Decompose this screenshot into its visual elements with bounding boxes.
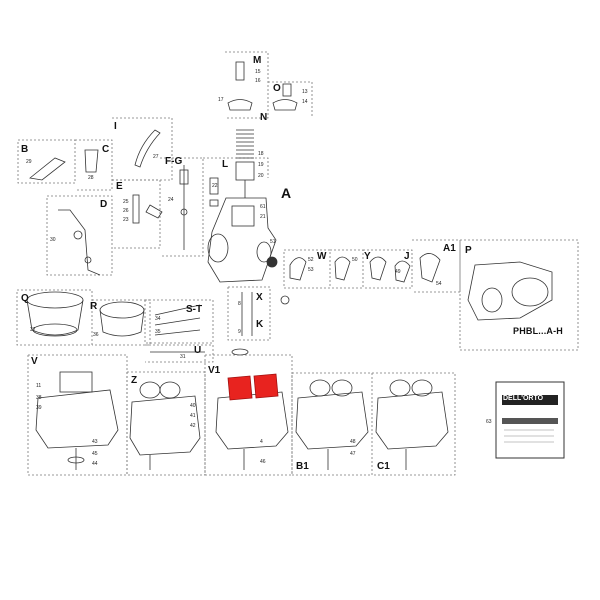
label-x: X — [256, 292, 263, 303]
part-number: 52 — [308, 257, 314, 263]
part-number: 22 — [212, 183, 218, 189]
part-d-linkage — [58, 209, 101, 276]
part-number: 39 — [36, 405, 42, 411]
part-st-screws — [150, 304, 205, 353]
top-screws-group — [227, 61, 298, 111]
label-a: A — [281, 185, 292, 201]
part-number: 43 — [92, 439, 98, 445]
float-bowl-z — [129, 381, 201, 470]
carburetor-body — [207, 197, 278, 283]
kit-brand: DELL'ORTO — [503, 395, 544, 402]
levers-wxyj — [289, 253, 441, 283]
part-fg-needle — [179, 165, 189, 250]
part-number: 19 — [258, 162, 264, 168]
part-number: 63 — [486, 419, 492, 425]
label-l: L — [222, 159, 229, 170]
part-number: 45 — [92, 451, 98, 457]
part-number: 51 — [270, 239, 276, 245]
part-number: 36 — [93, 332, 99, 338]
label-d: D — [100, 199, 108, 210]
part-number: 48 — [350, 439, 356, 445]
section-frames — [16, 51, 579, 476]
part-number: 49 — [395, 269, 401, 275]
label-z: Z — [131, 375, 138, 386]
part-number: 50 — [352, 257, 358, 263]
label-v1: V1 — [208, 365, 221, 376]
part-number: 31 — [180, 354, 186, 360]
part-number: 42 — [190, 423, 196, 429]
label-o: O — [273, 83, 281, 94]
part-i-cable — [134, 129, 161, 168]
part-number: 4 — [260, 439, 263, 445]
label-b: B — [21, 144, 29, 155]
part-number: 29 — [26, 159, 32, 165]
part-number: 15 — [255, 69, 261, 75]
label-c1: C1 — [377, 461, 390, 472]
label-i: I — [114, 121, 117, 132]
part-number: 40 — [190, 403, 196, 409]
label-q: Q — [21, 293, 29, 304]
part-number: 9 — [238, 329, 241, 335]
part-number: 37 — [30, 327, 36, 333]
float-bowl-b1 — [295, 379, 369, 470]
label-b1: B1 — [296, 461, 309, 472]
label-k: K — [256, 319, 264, 330]
part-number: 18 — [258, 151, 264, 157]
part-number: 61 — [260, 204, 266, 210]
float-bowl-c1 — [375, 379, 449, 470]
label-y: Y — [364, 251, 371, 262]
part-number: 41 — [190, 413, 196, 419]
part-number: 27 — [153, 154, 159, 160]
part-number: 54 — [436, 281, 442, 287]
label-fg: F-G — [165, 156, 183, 167]
label-c: C — [102, 144, 110, 155]
part-number: 26 — [123, 208, 129, 214]
model-label: PHBL...A-H — [513, 326, 563, 336]
gasket-kit-card — [495, 381, 565, 459]
label-r: R — [90, 301, 98, 312]
label-a1: A1 — [443, 243, 456, 254]
part-number: 38 — [36, 395, 42, 401]
part-number: 21 — [260, 214, 266, 220]
part-number: 53 — [308, 267, 314, 273]
part-number: 35 — [155, 329, 161, 335]
part-xk-screws — [231, 292, 290, 356]
part-q-air-horn — [26, 291, 84, 337]
part-number: 30 — [50, 237, 56, 243]
part-number: 14 — [302, 99, 308, 105]
part-number: 17 — [218, 97, 224, 103]
float-bowl-v — [35, 371, 119, 470]
part-l-jets — [209, 177, 219, 207]
part-number: 20 — [258, 173, 264, 179]
part-number: 47 — [350, 451, 356, 457]
part-number: 8 — [238, 301, 241, 307]
part-number: 25 — [123, 199, 129, 205]
part-number: 23 — [123, 217, 129, 223]
part-r-ring — [99, 301, 145, 337]
part-p-assembly — [467, 261, 553, 321]
float-bowl-v1 — [215, 391, 289, 470]
label-st: S-T — [186, 304, 203, 315]
part-number: 16 — [255, 78, 261, 84]
part-number: 44 — [92, 461, 98, 467]
part-e — [132, 194, 163, 224]
label-u: U — [194, 345, 202, 356]
label-p: P — [465, 245, 472, 256]
part-number: 11 — [36, 383, 42, 389]
label-v: V — [31, 356, 38, 367]
part-number: 13 — [302, 89, 308, 95]
spring-and-slide — [235, 129, 255, 198]
highlighted-floats — [227, 373, 279, 401]
part-number: 34 — [155, 316, 161, 322]
label-w: W — [317, 251, 327, 262]
part-b-lever — [29, 149, 99, 181]
part-number: 46 — [260, 459, 266, 465]
part-number: 24 — [168, 197, 174, 203]
part-number: 28 — [88, 175, 94, 181]
label-e: E — [116, 181, 123, 192]
label-m: M — [253, 55, 262, 66]
label-n: N — [260, 112, 268, 123]
label-j: J — [404, 251, 410, 262]
